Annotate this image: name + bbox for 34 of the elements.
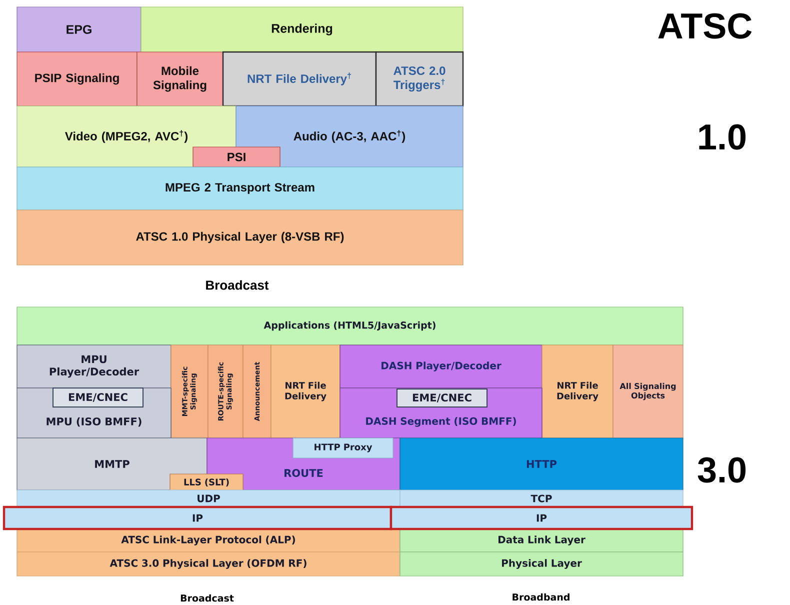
highlighted-layer-box: IP: [2, 506, 392, 530]
version-label: 3.0: [698, 457, 746, 483]
layer-box: Data Link Layer: [400, 528, 684, 552]
layer-box: EPG: [16, 6, 142, 52]
layer-box: TCP: [400, 490, 684, 508]
layer-box: MPEG 2 Transport Stream: [16, 166, 464, 210]
layer-box: ATSC Link-Layer Protocol (ALP): [16, 528, 400, 552]
layer-box: NRT File Delivery: [542, 344, 614, 438]
version-label: 1.0: [699, 124, 746, 150]
tag-box: EME/CNEC: [396, 388, 488, 408]
layer-box: Applications (HTML5/JavaScript): [16, 306, 684, 346]
layer-box: All Signaling Objects: [612, 344, 684, 438]
layer-box: ATSC 2.0 Triggers$^{†}$: [375, 51, 464, 107]
highlighted-layer-box: IP: [390, 506, 694, 530]
column-label: Broadcast: [206, 280, 269, 290]
layer-box: HTTP: [400, 438, 684, 490]
layer-box: ATSC 3.0 Physical Layer (OFDM RF): [16, 552, 400, 576]
layer-box: Rendering: [140, 6, 464, 52]
layer-box: NRT File Delivery$^{†}$: [222, 51, 377, 107]
layer-box: ATSC 1.0 Physical Layer (8-VSB RF): [16, 210, 464, 266]
tag-box: PSI: [192, 146, 280, 168]
tag-box: LLS (SLT): [170, 474, 244, 492]
layer-box: Physical Layer: [400, 552, 684, 576]
layer-box: PSIP Signaling: [16, 52, 138, 106]
tag-box: HTTP Proxy: [292, 438, 394, 458]
layer-box: Mobile Signaling: [136, 52, 224, 106]
column-label: Broadcast: [180, 594, 234, 602]
column-label: Broadband: [512, 593, 570, 601]
tag-box: EME/CNEC: [52, 388, 144, 408]
layer-box: UDP: [16, 490, 400, 508]
layer-box: DASH Player/Decoder: [340, 344, 542, 388]
layer-box: NRT File Delivery: [270, 344, 340, 438]
heading: ATSC: [658, 13, 752, 39]
layer-box: MPU Player/Decoder: [16, 344, 172, 388]
